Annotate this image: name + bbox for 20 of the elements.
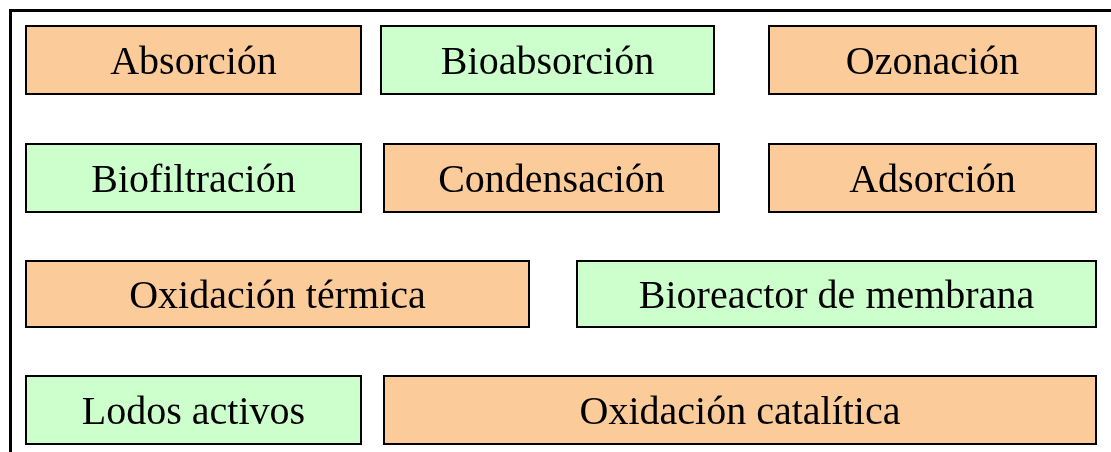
- process-box: [383, 143, 720, 213]
- box-label: Lodos activos: [81, 386, 306, 434]
- process-box: [25, 375, 362, 445]
- box-label: Bioreactor de membrana: [638, 270, 1035, 318]
- box-label: Adsorción: [849, 154, 1016, 202]
- process-box: [576, 260, 1097, 328]
- process-box: [768, 25, 1097, 95]
- process-box: [380, 25, 715, 95]
- process-box: [25, 25, 362, 95]
- box-label: Bioabsorción: [440, 36, 655, 84]
- box-label: Condensación: [438, 154, 665, 202]
- box-label: Ozonación: [845, 36, 1020, 84]
- process-box: [25, 143, 362, 213]
- box-label: Absorción: [110, 36, 277, 84]
- process-box: [768, 143, 1097, 213]
- box-label: Oxidación catalítica: [579, 386, 901, 434]
- process-box: [383, 375, 1097, 445]
- box-label: Oxidación térmica: [129, 270, 426, 318]
- process-box: [25, 260, 530, 328]
- box-label: Biofiltración: [91, 154, 296, 202]
